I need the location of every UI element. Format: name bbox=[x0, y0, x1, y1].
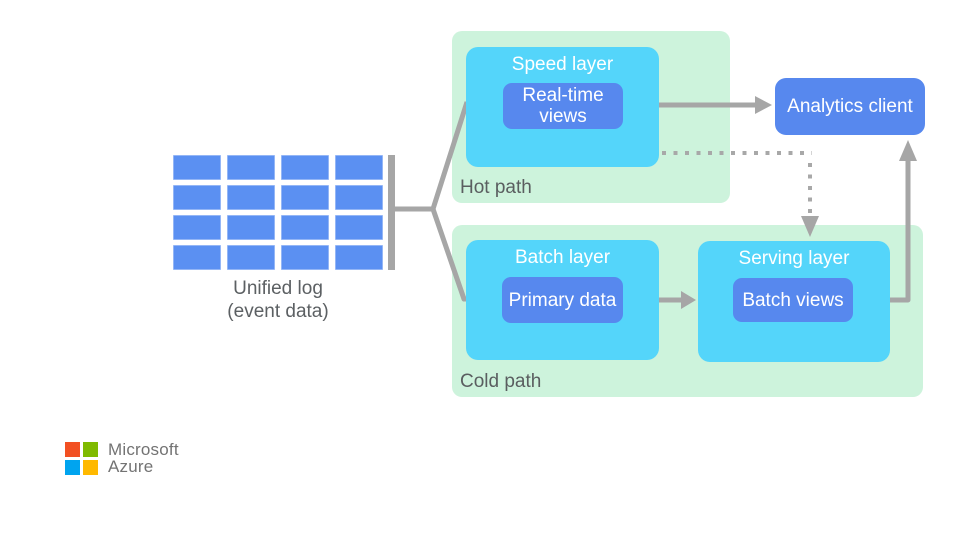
batch-layer-title: Batch layer bbox=[514, 247, 611, 268]
arrowhead-batch-to-serving bbox=[681, 291, 696, 309]
log-segment bbox=[335, 245, 383, 270]
speed-layer-title: Speed layer bbox=[511, 54, 614, 75]
analytics-client-box: Analytics client bbox=[775, 78, 925, 135]
logo-square-red bbox=[65, 441, 80, 457]
log-segment bbox=[227, 245, 275, 270]
log-segment bbox=[335, 185, 383, 210]
log-segment bbox=[281, 155, 329, 180]
unified-log-caption-line1: Unified log bbox=[233, 278, 323, 299]
serving-layer-title: Serving layer bbox=[738, 248, 850, 269]
logo-product-name: Azure bbox=[108, 457, 154, 476]
log-segment bbox=[281, 185, 329, 210]
hot-path-label: Hot path bbox=[460, 177, 532, 198]
unified-log-bar bbox=[388, 155, 395, 270]
logo-square-yellow bbox=[83, 459, 98, 475]
unified-log-caption-line2: (event data) bbox=[227, 301, 329, 322]
unified-log-grid bbox=[173, 155, 383, 270]
fork-line-cold bbox=[430, 208, 470, 302]
log-segment bbox=[173, 215, 221, 240]
log-segment bbox=[173, 245, 221, 270]
microsoft-logo-icon bbox=[65, 441, 98, 475]
arrowhead-dotted-to-serving bbox=[801, 216, 819, 237]
logo-square-blue bbox=[65, 459, 80, 475]
batch-views-box: Batch views bbox=[733, 278, 853, 322]
logo-wordmark: Microsoft Azure bbox=[108, 441, 179, 475]
log-segment bbox=[227, 215, 275, 240]
realtime-views-box: Real-time views bbox=[503, 83, 623, 129]
log-segment bbox=[227, 155, 275, 180]
arrowhead-serving-to-analytics bbox=[899, 140, 917, 161]
log-segment bbox=[281, 245, 329, 270]
fork-line-hot bbox=[395, 101, 470, 212]
cold-path-label: Cold path bbox=[460, 371, 542, 392]
microsoft-azure-logo: Microsoft Azure bbox=[65, 441, 179, 475]
line-serving-to-analytics bbox=[890, 159, 911, 303]
log-segment bbox=[227, 185, 275, 210]
log-segment bbox=[173, 155, 221, 180]
primary-data-box: Primary data bbox=[502, 277, 623, 323]
log-segment bbox=[281, 215, 329, 240]
logo-square-green bbox=[83, 441, 98, 457]
logo-company-name: Microsoft bbox=[108, 440, 179, 459]
log-segment bbox=[335, 215, 383, 240]
unified-log-caption: Unified log (event data) bbox=[173, 277, 383, 323]
log-segment bbox=[173, 185, 221, 210]
log-segment bbox=[335, 155, 383, 180]
arrowhead-speed-to-analytics bbox=[755, 96, 772, 114]
